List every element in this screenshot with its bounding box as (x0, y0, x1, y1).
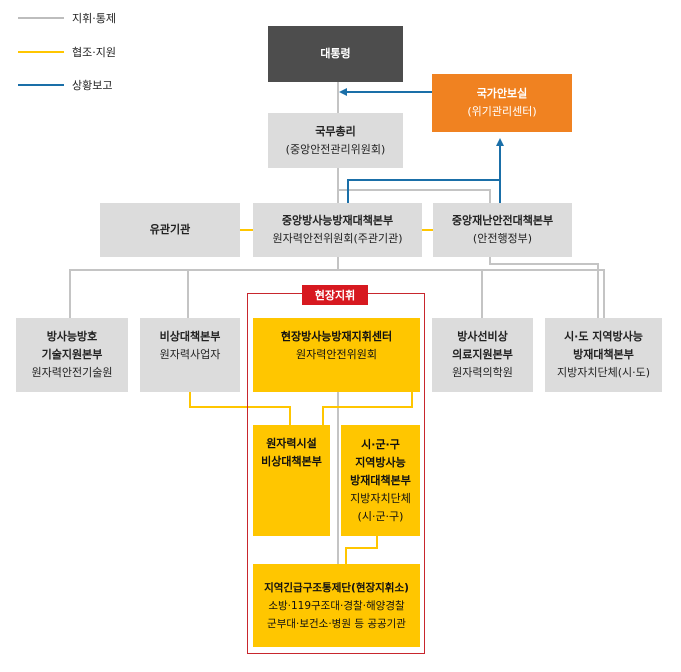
node-prime-minister: 국무총리 (중앙안전관리위원회) (268, 113, 403, 168)
cooperation-lines (189, 229, 433, 564)
node-provincial-hq: 시·도 지역방사능 방재대책본부 지방자치단체(시·도) (545, 318, 662, 392)
legend-report: 상황보고 (72, 79, 113, 92)
node-national-security-office: 국가안보실 (위기관리센터) (432, 74, 572, 132)
node-emergency-hq: 비상대책본부 원자력사업자 (140, 318, 240, 392)
node-medical-support-hq: 방사선비상 의료지원본부 원자력의학원 (432, 318, 533, 392)
node-nuclear-facility-hq: 원자력시설 비상대책본부 (253, 425, 330, 536)
command-lines (69, 82, 605, 564)
node-central-radiation-hq: 중앙방사능방재대책본부 원자력안전위원회(주관기관) (253, 203, 422, 257)
node-central-disaster-hq: 중앙재난안전대책본부 (안전행정부) (433, 203, 572, 257)
node-president: 대통령 (268, 26, 403, 82)
node-local-hq: 시·군·구 지역방사능 방재대책본부 지방자치단체 (시·군·구) (341, 425, 420, 536)
node-regional-rescue-unit: 지역긴급구조통제단(현장지휘소) 소방·119구조대·경찰·해양경찰 군부대·보… (253, 564, 420, 647)
legend-lines (18, 17, 64, 86)
field-command-tag: 현장지휘 (302, 285, 368, 305)
legend-cooperation: 협조·지원 (72, 46, 116, 59)
node-field-command-center: 현장방사능방재지휘센터 원자력안전위원회 (253, 318, 420, 392)
node-tech-support-hq: 방사능방호 기술지원본부 원자력안전기술원 (16, 318, 128, 392)
legend-command: 지휘·통제 (72, 12, 116, 25)
node-related-agencies: 유관기관 (100, 203, 240, 257)
report-lines (339, 88, 504, 203)
